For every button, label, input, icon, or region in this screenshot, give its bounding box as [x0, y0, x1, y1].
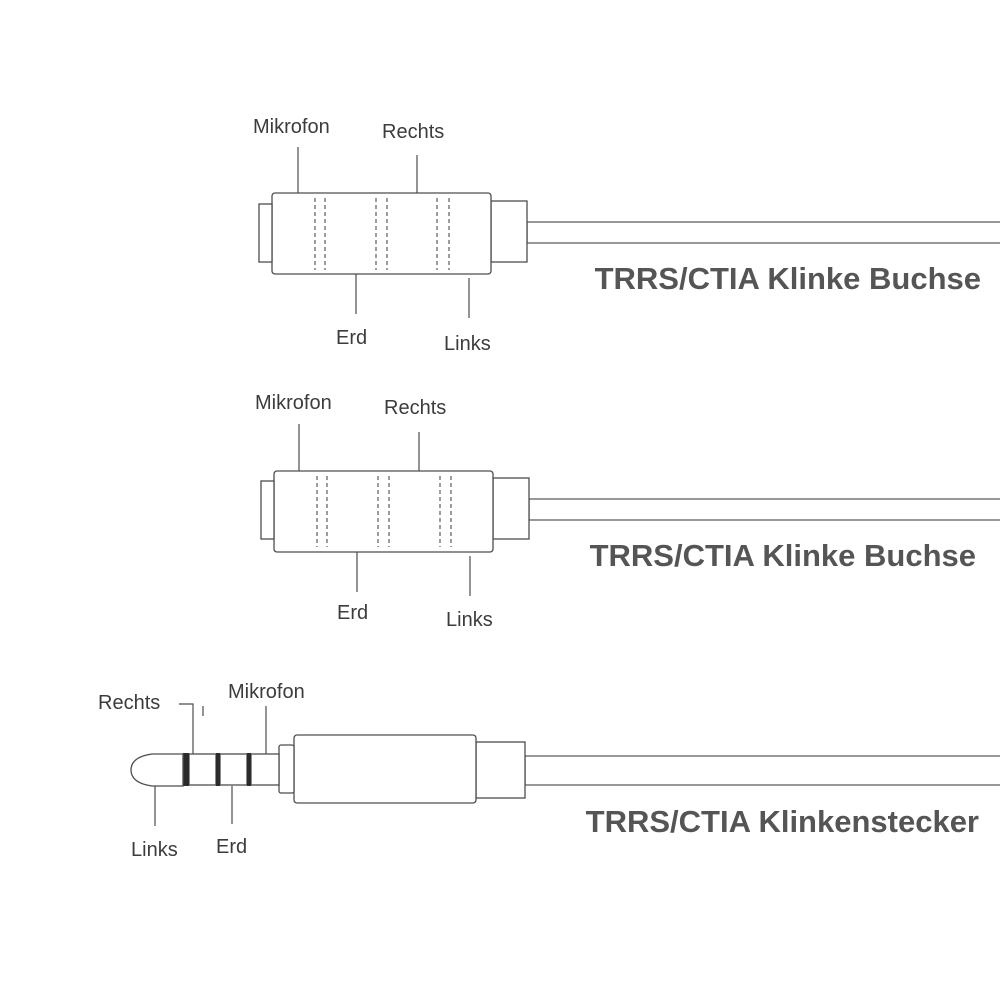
jack-socket-1: Mikrofon Rechts Erd Links TRRS/CTIA Klin…: [253, 116, 1000, 355]
right-leader: [179, 703, 194, 754]
plug-collar: [475, 741, 526, 799]
mic-label: Mikrofon: [253, 116, 330, 138]
socket-collar: [490, 200, 528, 263]
insulator-ring: [183, 753, 189, 786]
insulator-ring: [216, 753, 220, 786]
plug-tip-left: [130, 753, 184, 787]
socket-body: [273, 470, 494, 553]
plug-body: [293, 734, 477, 804]
plug-ring-right: [188, 753, 217, 786]
left-label: Links: [131, 839, 178, 861]
plug-flange: [278, 744, 295, 794]
ground-label: Erd: [336, 327, 367, 349]
cable: [524, 755, 1000, 786]
right-label: Rechts: [98, 692, 160, 714]
plug-ring-ground: [219, 753, 248, 786]
cable: [528, 498, 1000, 521]
socket-collar: [492, 477, 530, 540]
ground-label: Erd: [337, 602, 368, 624]
socket-mouth: [260, 480, 275, 540]
mic-label: Mikrofon: [255, 392, 332, 414]
right-label: Rechts: [382, 121, 444, 143]
internal-contacts: [316, 476, 452, 547]
socket-body: [271, 192, 492, 275]
diagram-title: TRRS/CTIA Klinke Buchse: [590, 538, 976, 573]
jack-socket-2: Mikrofon Rechts Erd Links TRRS/CTIA Klin…: [255, 392, 1000, 631]
socket-mouth: [258, 203, 273, 263]
plug-sleeve-mic: [250, 753, 280, 786]
insulator-ring: [247, 753, 251, 786]
right-label: Rechts: [384, 397, 446, 419]
diagram-title: TRRS/CTIA Klinkenstecker: [586, 804, 979, 839]
diagram-title: TRRS/CTIA Klinke Buchse: [595, 261, 981, 296]
jack-plug: Mikrofon Rechts Links Erd TRRS/CTIA Klin…: [98, 681, 1000, 861]
internal-contacts: [314, 198, 450, 270]
left-label: Links: [446, 609, 493, 631]
left-label: Links: [444, 333, 491, 355]
cable: [526, 221, 1000, 244]
mic-label: Mikrofon: [228, 681, 305, 703]
ground-label: Erd: [216, 836, 247, 858]
